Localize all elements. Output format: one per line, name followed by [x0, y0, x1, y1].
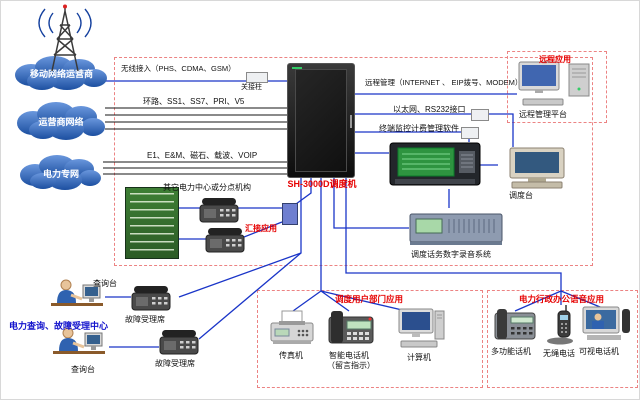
cloud-mobile-operator: 移动网络运营商 — [9, 53, 114, 93]
fault-agent-phone-2 — [157, 327, 201, 357]
billing-software-label: 终端监控计费管理软件 — [379, 124, 459, 133]
remote-mgmt-label: 远程管理（INTERNET 、 EIP拨号、MODEM） — [365, 78, 523, 87]
cloud-mobile-operator-label: 移动网络运营商 — [29, 68, 93, 79]
voice-recorder-unit — [409, 208, 503, 248]
voice-recorder-label: 调度话务数字录音系统 — [411, 250, 491, 259]
carrier-trunks-label: 环路、SS1、SS7、PRI、V5 — [143, 97, 245, 106]
blue-links — [101, 80, 606, 348]
remote-platform-label: 远程管理平台 — [519, 110, 567, 119]
billing-adapter — [461, 127, 479, 139]
branch-phone-1 — [197, 195, 241, 225]
fault-agent-2-label: 故障受理席 — [155, 359, 195, 368]
computer-label: 计算机 — [407, 353, 431, 362]
pbx-rack-led — [292, 67, 302, 69]
branch-office-label: 其它电力中心或分点机构 — [163, 183, 251, 192]
fax-label: 传真机 — [279, 351, 303, 360]
fax-machine — [269, 307, 315, 347]
cloud-power-network-label: 电力专网 — [42, 168, 79, 179]
cordless-phone-label: 无绳电话 — [543, 349, 575, 358]
pbx-rack-handle — [350, 114, 352, 128]
multifunction-phone-label: 多功能话机 — [491, 347, 531, 356]
ethernet-label: 以太网、RS232接口 — [393, 105, 466, 114]
smart-phone — [327, 307, 375, 347]
query-station-1-label: 查询台 — [93, 279, 117, 288]
fault-agent-phone-1 — [129, 283, 173, 313]
multifunction-phone — [493, 307, 537, 343]
dept-box-title: 调度用户部门应用 — [334, 294, 403, 304]
wireless-access-label: 无线接入（PHS、CDMA、GSM） — [121, 64, 236, 73]
billing-terminal-console — [389, 141, 481, 189]
pbx-rack — [287, 63, 355, 178]
wireless-gateway-label: 关接柱 — [241, 84, 262, 91]
tandem-app-label: 汇接应用 — [245, 224, 277, 233]
power-trunks-label: E1、E&M、磁石、载波、VOIP — [147, 151, 258, 160]
tandem-adapter — [282, 203, 298, 225]
remote-app-label: 远程应用 — [539, 55, 571, 64]
query-station-2 — [51, 323, 107, 363]
remote-app-dashed-box — [507, 51, 607, 123]
ethernet-adapter — [471, 109, 489, 121]
pbx-label: SH-3000D调度机 — [287, 179, 357, 189]
video-phone-label: 可视电话机 — [579, 347, 619, 356]
desktop-computer — [395, 307, 445, 349]
pbx-rack-door — [295, 69, 347, 172]
cordless-phone — [545, 303, 575, 345]
cloud-carrier-network: 运营商网络 — [11, 99, 111, 143]
dispatcher-console — [498, 147, 578, 189]
remote-platform-pc — [515, 61, 597, 109]
query-station-1 — [49, 275, 105, 315]
trunk-lines — [103, 107, 287, 175]
smart-phone-label: 智能电话机 — [329, 351, 369, 360]
admin-box-title: 电力行政办公语音应用 — [518, 294, 604, 304]
radio-tower-icon — [19, 3, 111, 77]
branch-switch-cabinet-slots — [130, 193, 174, 253]
branch-phone-2 — [203, 225, 247, 255]
dispatcher-console-label: 调度台 — [509, 191, 533, 200]
smart-phone-note: （留言指示） — [327, 361, 375, 370]
dept-dashed-box — [257, 290, 483, 388]
cloud-carrier-network-label: 运营商网络 — [38, 116, 84, 127]
cloud-power-network: 电力专网 — [15, 151, 107, 195]
callcenter-title: 电力查询、故障受理中心 — [9, 321, 109, 331]
wireless-gateway-device — [246, 72, 268, 83]
fault-agent-1-label: 故障受理席 — [125, 315, 165, 324]
query-station-2-label: 查询台 — [71, 365, 95, 374]
admin-dashed-box — [487, 290, 638, 388]
video-phone — [581, 305, 633, 343]
branch-switch-cabinet — [125, 187, 179, 259]
